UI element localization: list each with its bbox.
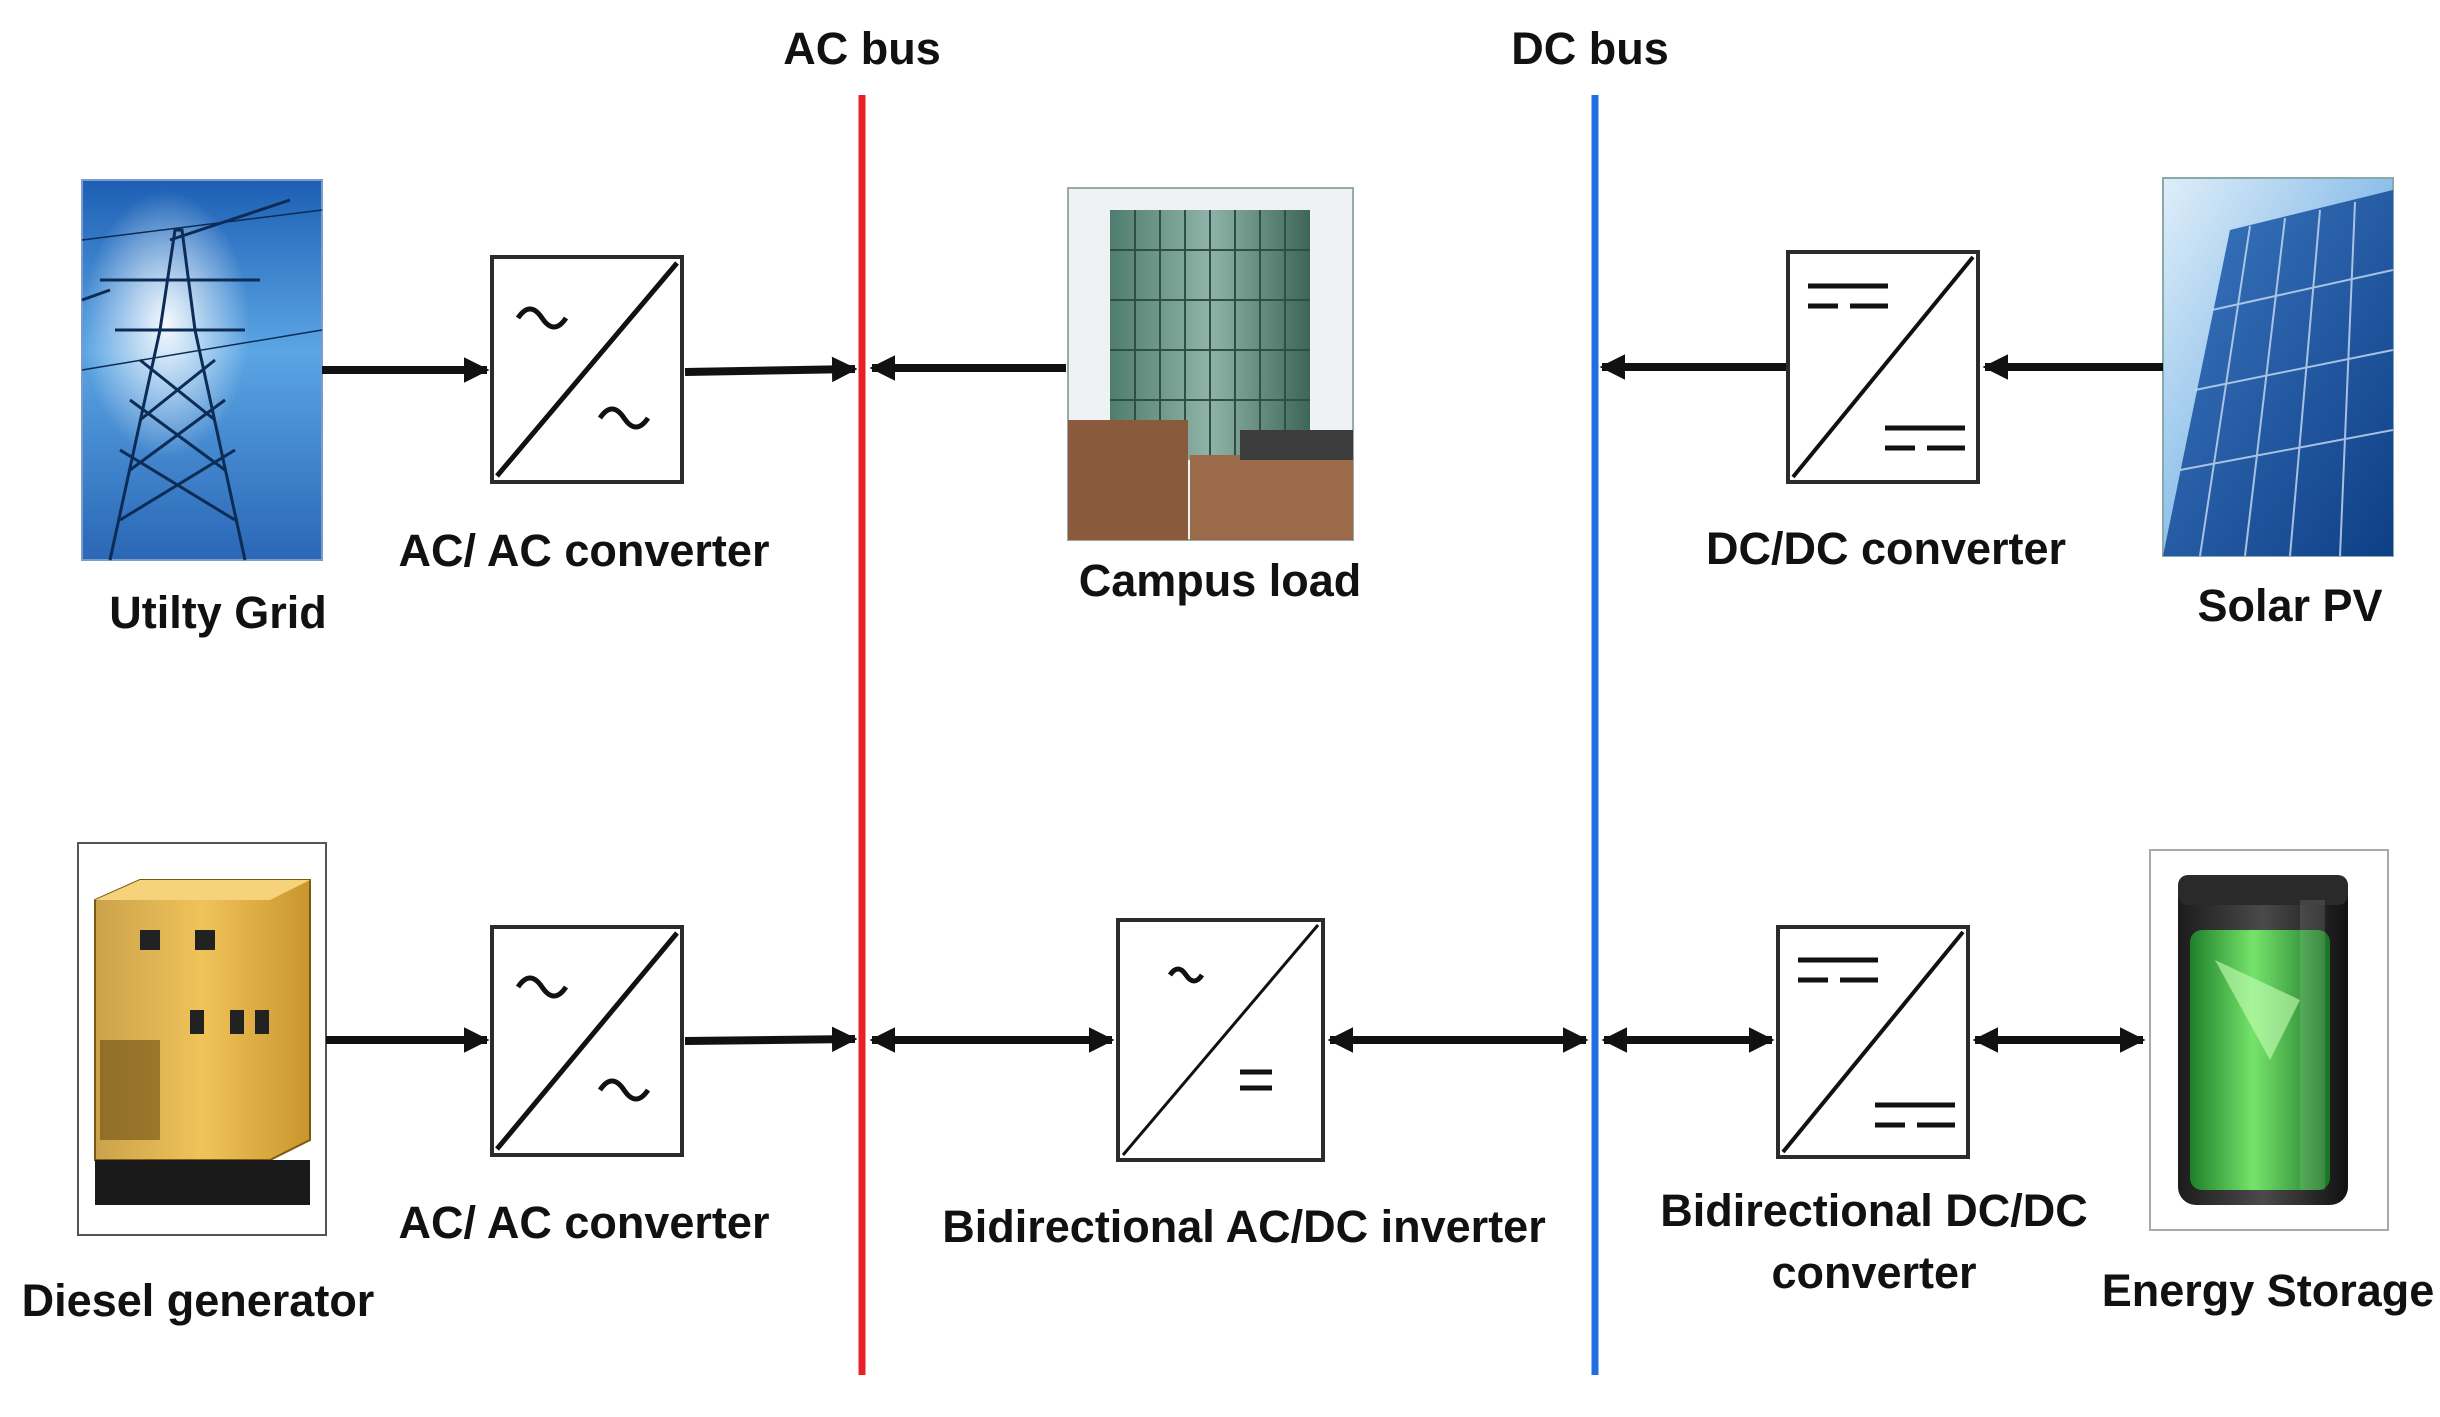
battery-icon [2149,849,2389,1231]
bidirectional-dc-dc-label-line2: converter [1771,1247,1977,1298]
generator-icon [77,842,327,1236]
campus-load-label: Campus load [1078,555,1362,606]
bidirectional-inverter-label: Bidirectional AC/DC inverter [942,1201,1546,1252]
ac-ac-converter-icon [490,925,684,1157]
connections [322,354,2163,1053]
arrow-converter-to-ac-bus-bottom [684,1026,858,1053]
arrow-converter-to-ac-bus [684,356,858,383]
utility-grid-label: Utilty Grid [109,587,327,638]
ac-ac-converter-icon [490,255,684,484]
building-icon [1067,187,1354,541]
ac-ac-converter-bottom-label: AC/ AC converter [398,1197,770,1248]
ac-bus-label: AC bus [783,23,941,74]
ac-ac-converter-top-label: AC/ AC converter [398,525,770,576]
transmission-tower-icon [81,179,323,561]
dc-bus-label: DC bus [1511,23,1669,74]
dc-dc-converter-icon [1786,250,1980,484]
dc-dc-converter-icon [1776,925,1970,1159]
solar-pv-label: Solar PV [2197,580,2383,631]
ac-dc-inverter-icon [1116,918,1325,1162]
bidirectional-dc-dc-label-line1: Bidirectional DC/DC [1660,1185,2088,1236]
dc-dc-converter-label: DC/DC converter [1705,523,2067,574]
energy-storage-label: Energy Storage [2101,1265,2435,1316]
diesel-generator-label: Diesel generator [21,1275,375,1326]
solar-panel-icon [2162,177,2394,557]
